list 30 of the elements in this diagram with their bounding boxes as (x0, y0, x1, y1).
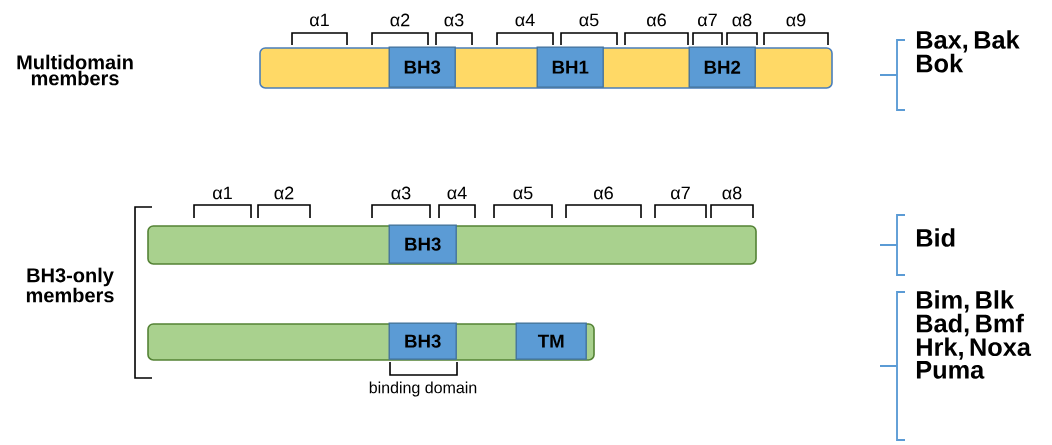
alpha-label: α1 (213, 186, 232, 200)
alpha-label: α5 (579, 13, 599, 27)
domain-box: BH1 (536, 46, 604, 88)
group-label: Multidomain members (17, 54, 133, 86)
group-label: BH3-only members (26, 267, 114, 303)
alpha-label: α7 (671, 186, 690, 200)
domain-box: TM (515, 322, 587, 360)
domain-box: BH3 (388, 46, 456, 88)
alpha-label: α6 (647, 13, 666, 27)
alpha-label: α7 (698, 13, 717, 27)
domain-box: BH3 (388, 224, 457, 264)
alpha-label: α6 (594, 186, 613, 200)
alpha-label: α9 (786, 13, 806, 27)
alpha-label: α5 (513, 186, 533, 200)
domain-box: BH2 (688, 46, 756, 88)
alpha-label: α4 (447, 186, 467, 200)
alpha-label: α8 (722, 186, 742, 200)
domain-caption: binding domain (369, 381, 477, 397)
alpha-label: α2 (390, 13, 410, 27)
domain-box: BH3 (388, 322, 457, 360)
alpha-label: α3 (391, 186, 411, 200)
protein-names: Bim, Blk Bad, Bmf Hrk, Noxa Puma (916, 290, 1032, 379)
alpha-label: α2 (274, 186, 294, 200)
protein-bar (147, 225, 757, 265)
alpha-label: α4 (515, 13, 535, 27)
alpha-label: α8 (732, 13, 752, 27)
protein-names: Bid (916, 228, 955, 247)
protein-names: Bax, Bak Bok (916, 30, 1020, 73)
alpha-label: α3 (444, 13, 464, 27)
alpha-label: α1 (310, 13, 329, 27)
